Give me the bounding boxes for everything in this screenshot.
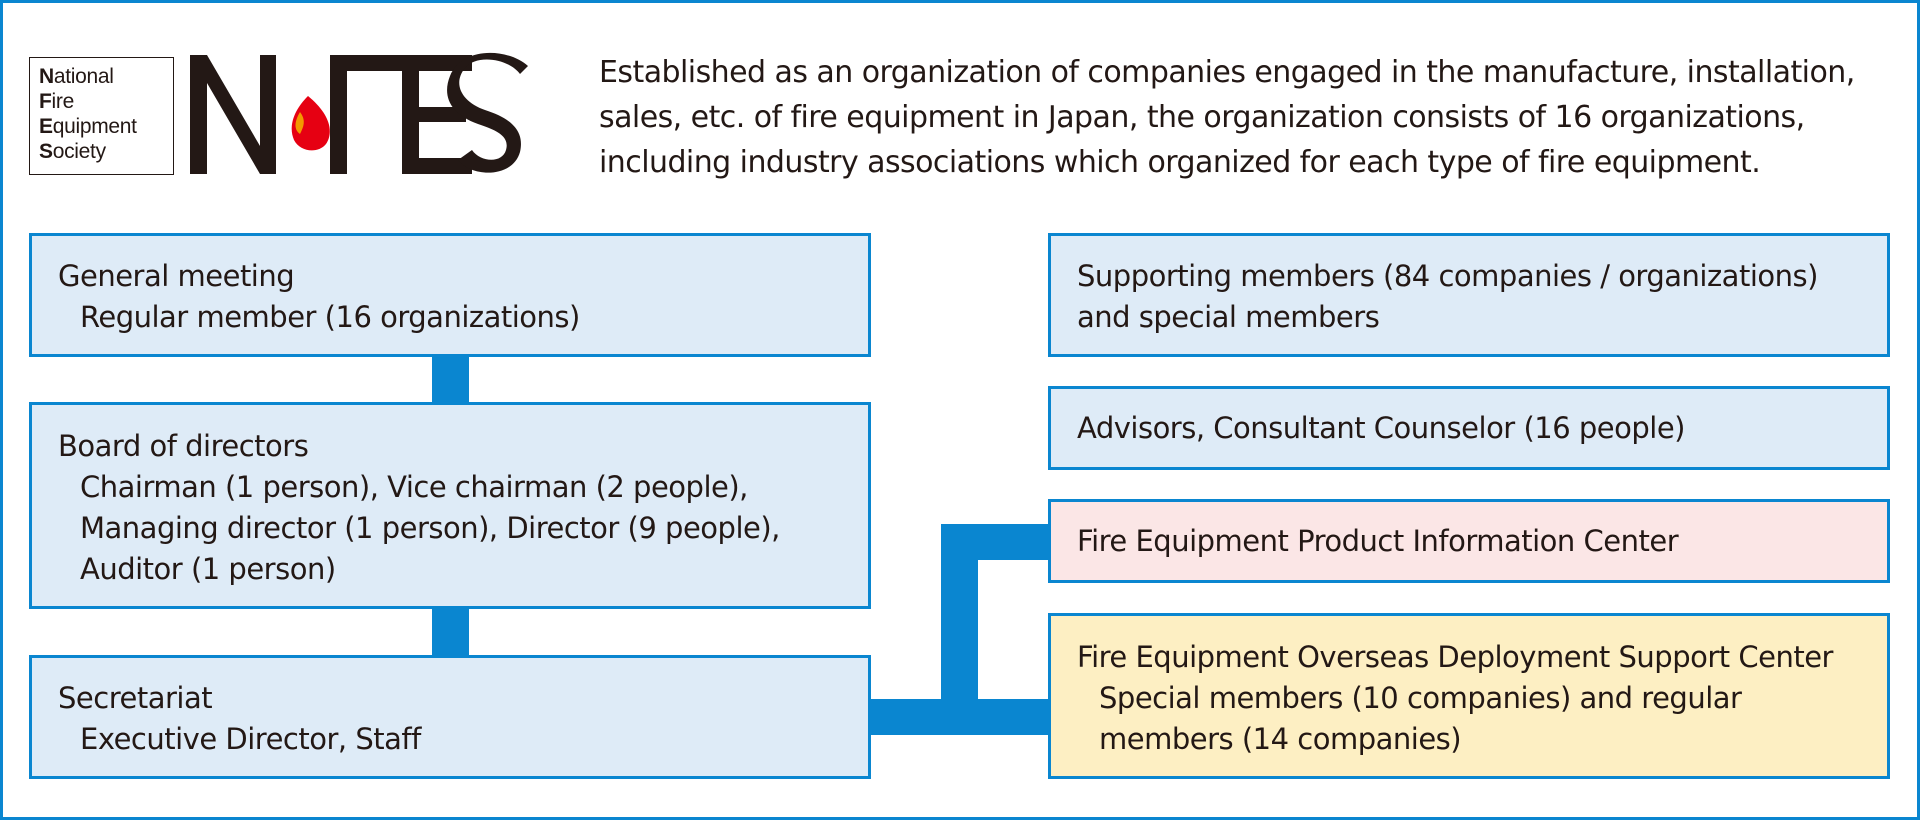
box-title: Board of directors [58, 429, 309, 463]
connector-meeting-board [432, 357, 469, 402]
box-title: Fire Equipment Product Information Cente… [1077, 524, 1679, 558]
badge-line: Society [39, 140, 106, 163]
box-detail: Auditor (1 person) [80, 552, 336, 586]
flame-icon [291, 96, 330, 151]
box-detail: members (14 companies) [1099, 722, 1462, 756]
box-detail: Managing director (1 person), Director (… [80, 511, 780, 545]
box-title: Supporting members (84 companies / organ… [1077, 259, 1818, 293]
box-title: Advisors, Consultant Counselor (16 peopl… [1077, 411, 1686, 445]
box-detail: Chairman (1 person), Vice chairman (2 pe… [80, 470, 748, 504]
overseas-support-center-box: Fire Equipment Overseas Deployment Suppo… [1048, 613, 1890, 779]
box-title: and special members [1077, 300, 1380, 334]
box-detail: Executive Director, Staff [80, 722, 421, 756]
box-detail: Regular member (16 organizations) [80, 300, 580, 334]
supporting-members-box: Supporting members (84 companies / organ… [1048, 233, 1890, 357]
secretariat-box: Secretariat Executive Director, Staff [29, 655, 871, 779]
badge-line: National [39, 65, 114, 88]
board-of-directors-box: Board of directors Chairman (1 person), … [29, 402, 871, 609]
box-detail: Special members (10 companies) and regul… [1099, 681, 1742, 715]
box-title: Secretariat [58, 681, 213, 715]
product-information-center-box: Fire Equipment Product Information Cente… [1048, 499, 1890, 583]
logo-badge: National Fire Equipment Society [29, 57, 174, 175]
general-meeting-box: General meeting Regular member (16 organ… [29, 233, 871, 357]
box-title: General meeting [58, 259, 295, 293]
advisors-box: Advisors, Consultant Counselor (16 peopl… [1048, 386, 1890, 470]
intro-text: Established as an organization of compan… [599, 55, 1855, 180]
nfes-wordmark-logo [190, 52, 528, 174]
connector-board-secretariat [432, 609, 469, 655]
badge-line: Fire [39, 90, 74, 113]
badge-line: Equipment [39, 115, 137, 138]
connector-to-product-center [941, 524, 1048, 560]
box-title: Fire Equipment Overseas Deployment Suppo… [1077, 640, 1833, 674]
